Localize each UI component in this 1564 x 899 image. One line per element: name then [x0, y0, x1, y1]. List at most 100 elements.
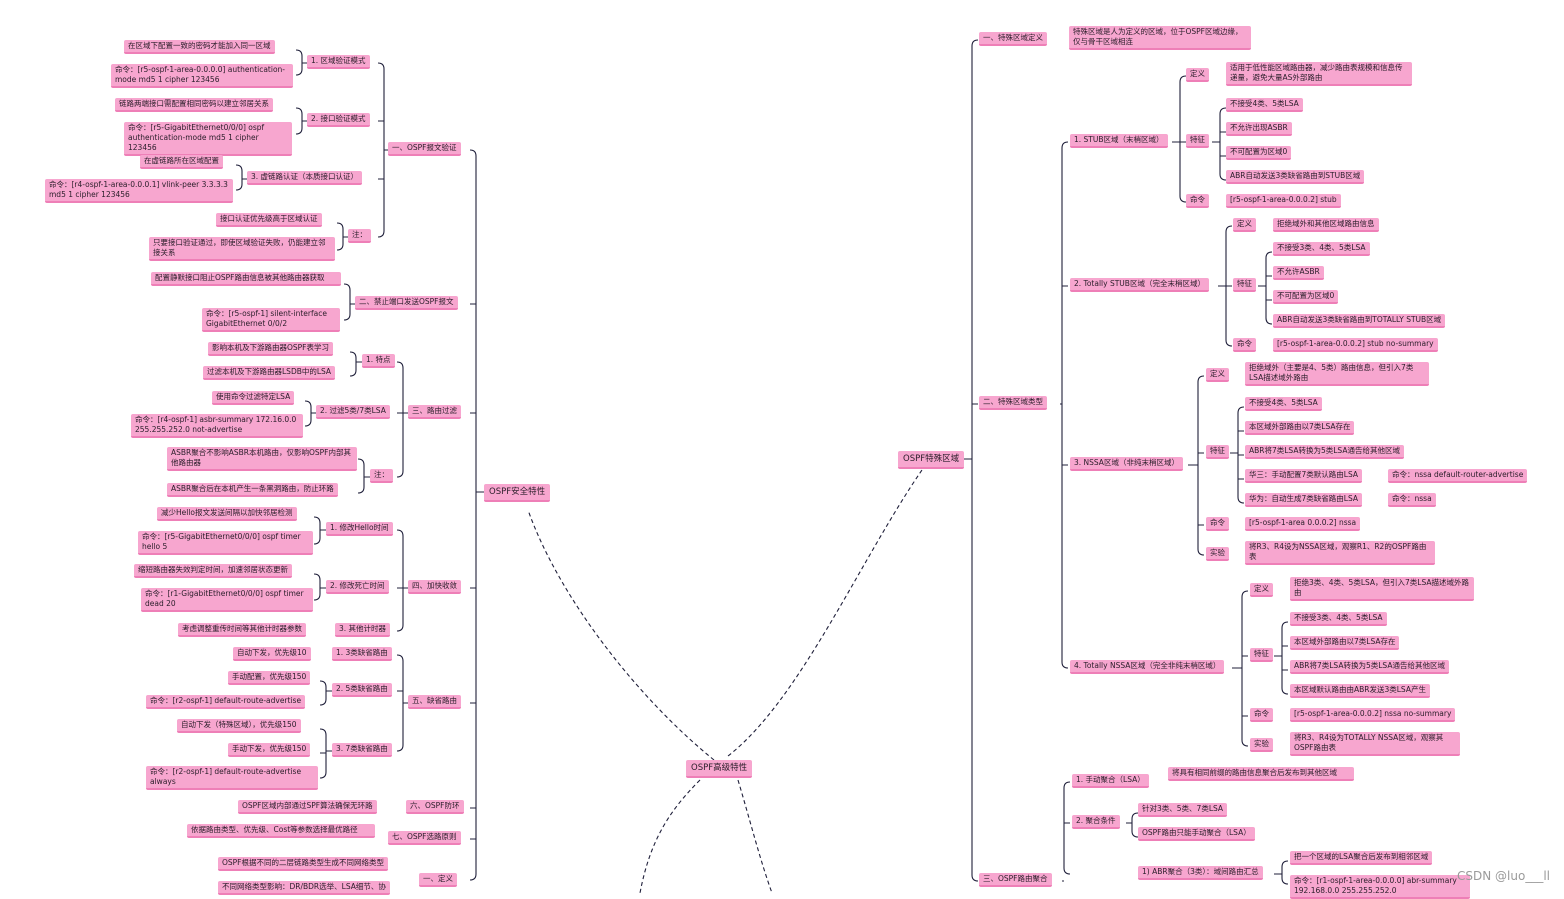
leaf-tstub-feat-1[interactable]: 不接受3类、4类、5类LSA — [1273, 242, 1370, 256]
leaf-stub-feat-1[interactable]: 不接受4类、5类LSA — [1226, 98, 1303, 112]
node-l-route-selection[interactable]: 七、OSPF选路原则 — [388, 831, 461, 845]
leaf-loop-desc[interactable]: OSPF区域内部通过SPF算法确保无环路 — [238, 800, 377, 814]
leaf-type3-default[interactable]: 自动下发，优先级10 — [233, 647, 311, 661]
group-tstub-def[interactable]: 定义 — [1233, 218, 1256, 232]
node-l-packet-auth[interactable]: 一、OSPF报文验证 — [388, 142, 461, 156]
node-totally-stub-area[interactable]: 2. Totally STUB区域（完全末梢区域） — [1070, 278, 1209, 292]
leaf-selection-desc[interactable]: 依据路由类型、优先级、Cost等参数选择最优路径 — [187, 824, 375, 838]
leaf-r-special-def[interactable]: 特殊区域是人为定义的区域，位于OSPF区域边缘，仅与骨干区域相连 — [1069, 26, 1251, 50]
node-manual-summary[interactable]: 1. 手动聚合（LSA） — [1072, 774, 1149, 788]
group-stub-def[interactable]: 定义 — [1186, 68, 1209, 82]
group-tnssa-lab[interactable]: 实验 — [1250, 738, 1273, 752]
leaf-area-auth-cmd[interactable]: 命令：[r5-ospf-1-area-0.0.0.0] authenticati… — [111, 64, 293, 88]
leaf-dead-desc[interactable]: 缩短路由器失效判定时间，加速邻居状态更新 — [134, 564, 292, 578]
node-r-special-def[interactable]: 一、特殊区域定义 — [979, 32, 1047, 46]
node-l-default-route[interactable]: 五、缺省路由 — [408, 695, 461, 709]
leaf-filter-note-1[interactable]: ASBR聚合不影响ASBR本机路由，仅影响OSPF内部其他路由器 — [167, 447, 357, 471]
node-l-definition[interactable]: 一、定义 — [419, 873, 457, 887]
group-tnssa-cmd[interactable]: 命令 — [1250, 708, 1273, 722]
leaf-dead-cmd[interactable]: 命令：[r1-GigabitEthernet0/0/0] ospf timer … — [141, 588, 313, 612]
node-nssa-area[interactable]: 3. NSSA区域（非纯末梢区域） — [1070, 457, 1183, 471]
leaf-auth-note-1[interactable]: 接口认证优先级高于区域认证 — [216, 213, 322, 227]
group-nssa-lab[interactable]: 实验 — [1206, 547, 1229, 561]
leaf-tnssa-lab[interactable]: 将R3、R4设为TOTALLY NSSA区域，观察其OSPF路由表 — [1290, 732, 1460, 756]
leaf-nssa-lab[interactable]: 将R3、R4设为NSSA区域，观察R1、R2的OSPF路由表 — [1245, 541, 1435, 565]
node-type3-default[interactable]: 1. 3类缺省路由 — [332, 647, 392, 661]
leaf-tstub-feat-3[interactable]: 不可配置为区域0 — [1273, 290, 1339, 304]
node-l-route-filter[interactable]: 三、路由过滤 — [408, 405, 461, 419]
node-hello-time[interactable]: 1. 修改Hello时间 — [326, 522, 393, 536]
leaf-nssa-def[interactable]: 拒绝域外（主要是4、5类）路由信息，但引入7类LSA描述域外路由 — [1245, 362, 1429, 386]
node-filter-features[interactable]: 1. 特点 — [362, 354, 395, 368]
node-auth-note[interactable]: 注： — [348, 229, 371, 243]
group-nssa-def[interactable]: 定义 — [1206, 368, 1229, 382]
leaf-nssa-cmd-huawei[interactable]: 命令：nssa — [1388, 493, 1436, 507]
leaf-nssa-cmd-h3c[interactable]: 命令：nssa default-router-advertise — [1388, 469, 1528, 483]
node-l-silent-interface[interactable]: 二、禁止端口发送OSPF报文 — [355, 296, 458, 310]
leaf-stub-def[interactable]: 适用于低性能区域路由器，减少路由表规模和信息传递量，避免大量AS外部路由 — [1226, 62, 1412, 86]
node-totally-nssa-area[interactable]: 4. Totally NSSA区域（完全非纯末梢区域） — [1070, 660, 1225, 674]
leaf-tstub-def[interactable]: 拒绝域外和其他区域路由信息 — [1273, 218, 1379, 232]
node-stub-area[interactable]: 1. STUB区域（末梢区域） — [1070, 134, 1168, 148]
leaf-filter-note-2[interactable]: ASBR聚合后在本机产生一条黑洞路由，防止环路 — [167, 483, 338, 497]
leaf-silent-cmd[interactable]: 命令：[r5-ospf-1] silent-interface GigabitE… — [202, 308, 340, 332]
leaf-tstub-cmd[interactable]: [r5-ospf-1-area-0.0.0.2] stub no-summary — [1273, 338, 1438, 352]
leaf-type7-cmd[interactable]: 命令：[r2-ospf-1] default-route-advertise a… — [146, 766, 318, 790]
group-nssa-cmd[interactable]: 命令 — [1206, 517, 1229, 531]
leaf-tnssa-feat-3[interactable]: ABR将7类LSA转换为5类LSA通告给其他区域 — [1290, 660, 1449, 674]
node-vlink-auth[interactable]: 3. 虚链路认证（本质接口认证） — [247, 171, 363, 185]
leaf-vlink-auth-desc[interactable]: 在虚链路所在区域配置 — [140, 155, 223, 169]
leaf-hello-cmd[interactable]: 命令：[r5-GigabitEthernet0/0/0] ospf timer … — [138, 531, 313, 555]
leaf-filter-feature-1[interactable]: 影响本机及下游路由器OSPF表学习 — [208, 342, 333, 356]
leaf-stub-cmd[interactable]: [r5-ospf-1-area-0.0.0.2] stub — [1226, 194, 1341, 208]
node-abr-summary[interactable]: 1) ABR聚合（3类）：域间路由汇总 — [1138, 866, 1263, 880]
leaf-vlink-auth-cmd[interactable]: 命令：[r4-ospf-1-area-0.0.0.1] vlink-peer 3… — [45, 179, 233, 203]
leaf-stub-feat-4[interactable]: ABR自动发送3类缺省路由到STUB区域 — [1226, 170, 1365, 184]
leaf-type5-manual[interactable]: 手动配置，优先级150 — [228, 671, 311, 685]
node-type5-default[interactable]: 2. 5类缺省路由 — [332, 683, 392, 697]
node-dead-time[interactable]: 2. 修改死亡时间 — [326, 580, 389, 594]
leaf-nssa-cmd[interactable]: [r5-ospf-1-area 0.0.0.2] nssa — [1245, 517, 1361, 531]
leaf-filter-cmd-desc[interactable]: 使用命令过滤特定LSA — [212, 391, 295, 405]
node-r-route-summary[interactable]: 三、OSPF路由聚合 — [979, 873, 1052, 887]
node-type7-default[interactable]: 3. 7类缺省路由 — [332, 743, 392, 757]
leaf-tnssa-cmd[interactable]: [r5-ospf-1-area-0.0.0.2] nssa no-summary — [1290, 708, 1456, 722]
group-stub-feat[interactable]: 特征 — [1186, 134, 1209, 148]
leaf-summary-cond-1[interactable]: 针对3类、5类、7类LSA — [1138, 803, 1228, 817]
node-l-fast-convergence[interactable]: 四、加快收敛 — [408, 580, 461, 594]
leaf-manual-summary[interactable]: 将具有相同前缀的路由信息聚合后发布到其他区域 — [1168, 767, 1354, 781]
node-security-features[interactable]: OSPF安全特性 — [484, 484, 551, 502]
leaf-filter-cmd[interactable]: 命令：[r4-ospf-1] asbr-summary 172.16.0.0 2… — [131, 414, 303, 438]
node-filter-note[interactable]: 注： — [370, 469, 393, 483]
leaf-hello-desc[interactable]: 减少Hello报文发送间隔以加快邻居检测 — [157, 507, 297, 521]
leaf-nssa-feat-3[interactable]: ABR将7类LSA转换为5类LSA通告给其他区域 — [1245, 445, 1404, 459]
group-tnssa-feat[interactable]: 特征 — [1250, 648, 1273, 662]
leaf-type5-cmd[interactable]: 命令：[r2-ospf-1] default-route-advertise — [146, 695, 306, 709]
leaf-stub-feat-3[interactable]: 不可配置为区域0 — [1226, 146, 1292, 160]
group-nssa-feat[interactable]: 特征 — [1206, 445, 1229, 459]
node-other-timers[interactable]: 3. 其他计时器 — [335, 623, 391, 637]
root-node[interactable]: OSPF高级特性 — [686, 760, 753, 778]
leaf-summary-cond-2[interactable]: OSPF路由只能手动聚合（LSA） — [1138, 827, 1255, 841]
leaf-nssa-feat-1[interactable]: 不接受4类、5类LSA — [1245, 397, 1322, 411]
leaf-tnssa-def[interactable]: 拒绝3类、4类、5类LSA，但引入7类LSA描述域外路由 — [1290, 577, 1474, 601]
leaf-area-auth-desc[interactable]: 在区域下配置一致的密码才能加入同一区域 — [124, 40, 275, 54]
leaf-filter-feature-2[interactable]: 过滤本机及下游路由器LSDB中的LSA — [203, 366, 336, 380]
leaf-tnssa-feat-4[interactable]: 本区域默认路由由ABR发送3类LSA产生 — [1290, 684, 1430, 698]
leaf-abr-summary-desc[interactable]: 把一个区域的LSA聚合后发布到相邻区域 — [1290, 851, 1433, 865]
leaf-silent-desc[interactable]: 配置静默接口阻止OSPF路由信息被其他路由器获取 — [151, 272, 341, 286]
leaf-definition-1[interactable]: OSPF根据不同的二层链路类型生成不同网络类型 — [218, 857, 388, 871]
group-tnssa-def[interactable]: 定义 — [1250, 583, 1273, 597]
leaf-tstub-feat-2[interactable]: 不允许ASBR — [1273, 266, 1324, 280]
leaf-type7-auto[interactable]: 自动下发（特殊区域），优先级150 — [177, 719, 301, 733]
leaf-intf-auth-cmd[interactable]: 命令：[r5-GigabitEthernet0/0/0] ospf authen… — [124, 122, 292, 156]
leaf-stub-feat-2[interactable]: 不允许出现ASBR — [1226, 122, 1292, 136]
node-l-loop-prevention[interactable]: 六、OSPF防环 — [406, 800, 464, 814]
leaf-tstub-feat-4[interactable]: ABR自动发送3类缺省路由到TOTALLY STUB区域 — [1273, 314, 1446, 328]
group-stub-cmd[interactable]: 命令 — [1186, 194, 1209, 208]
leaf-tnssa-feat-2[interactable]: 本区域外部路由以7类LSA存在 — [1290, 636, 1400, 650]
leaf-auth-note-2[interactable]: 只要接口验证通过，即使区域验证失败，仍能建立邻接关系 — [149, 237, 335, 261]
leaf-abr-summary-cmd[interactable]: 命令：[r1-ospf-1-area-0.0.0.0] abr-summary … — [1290, 875, 1470, 899]
leaf-nssa-feat-h3c[interactable]: 华三：手动配置7类默认路由LSA — [1245, 469, 1362, 483]
group-tstub-cmd[interactable]: 命令 — [1233, 338, 1256, 352]
